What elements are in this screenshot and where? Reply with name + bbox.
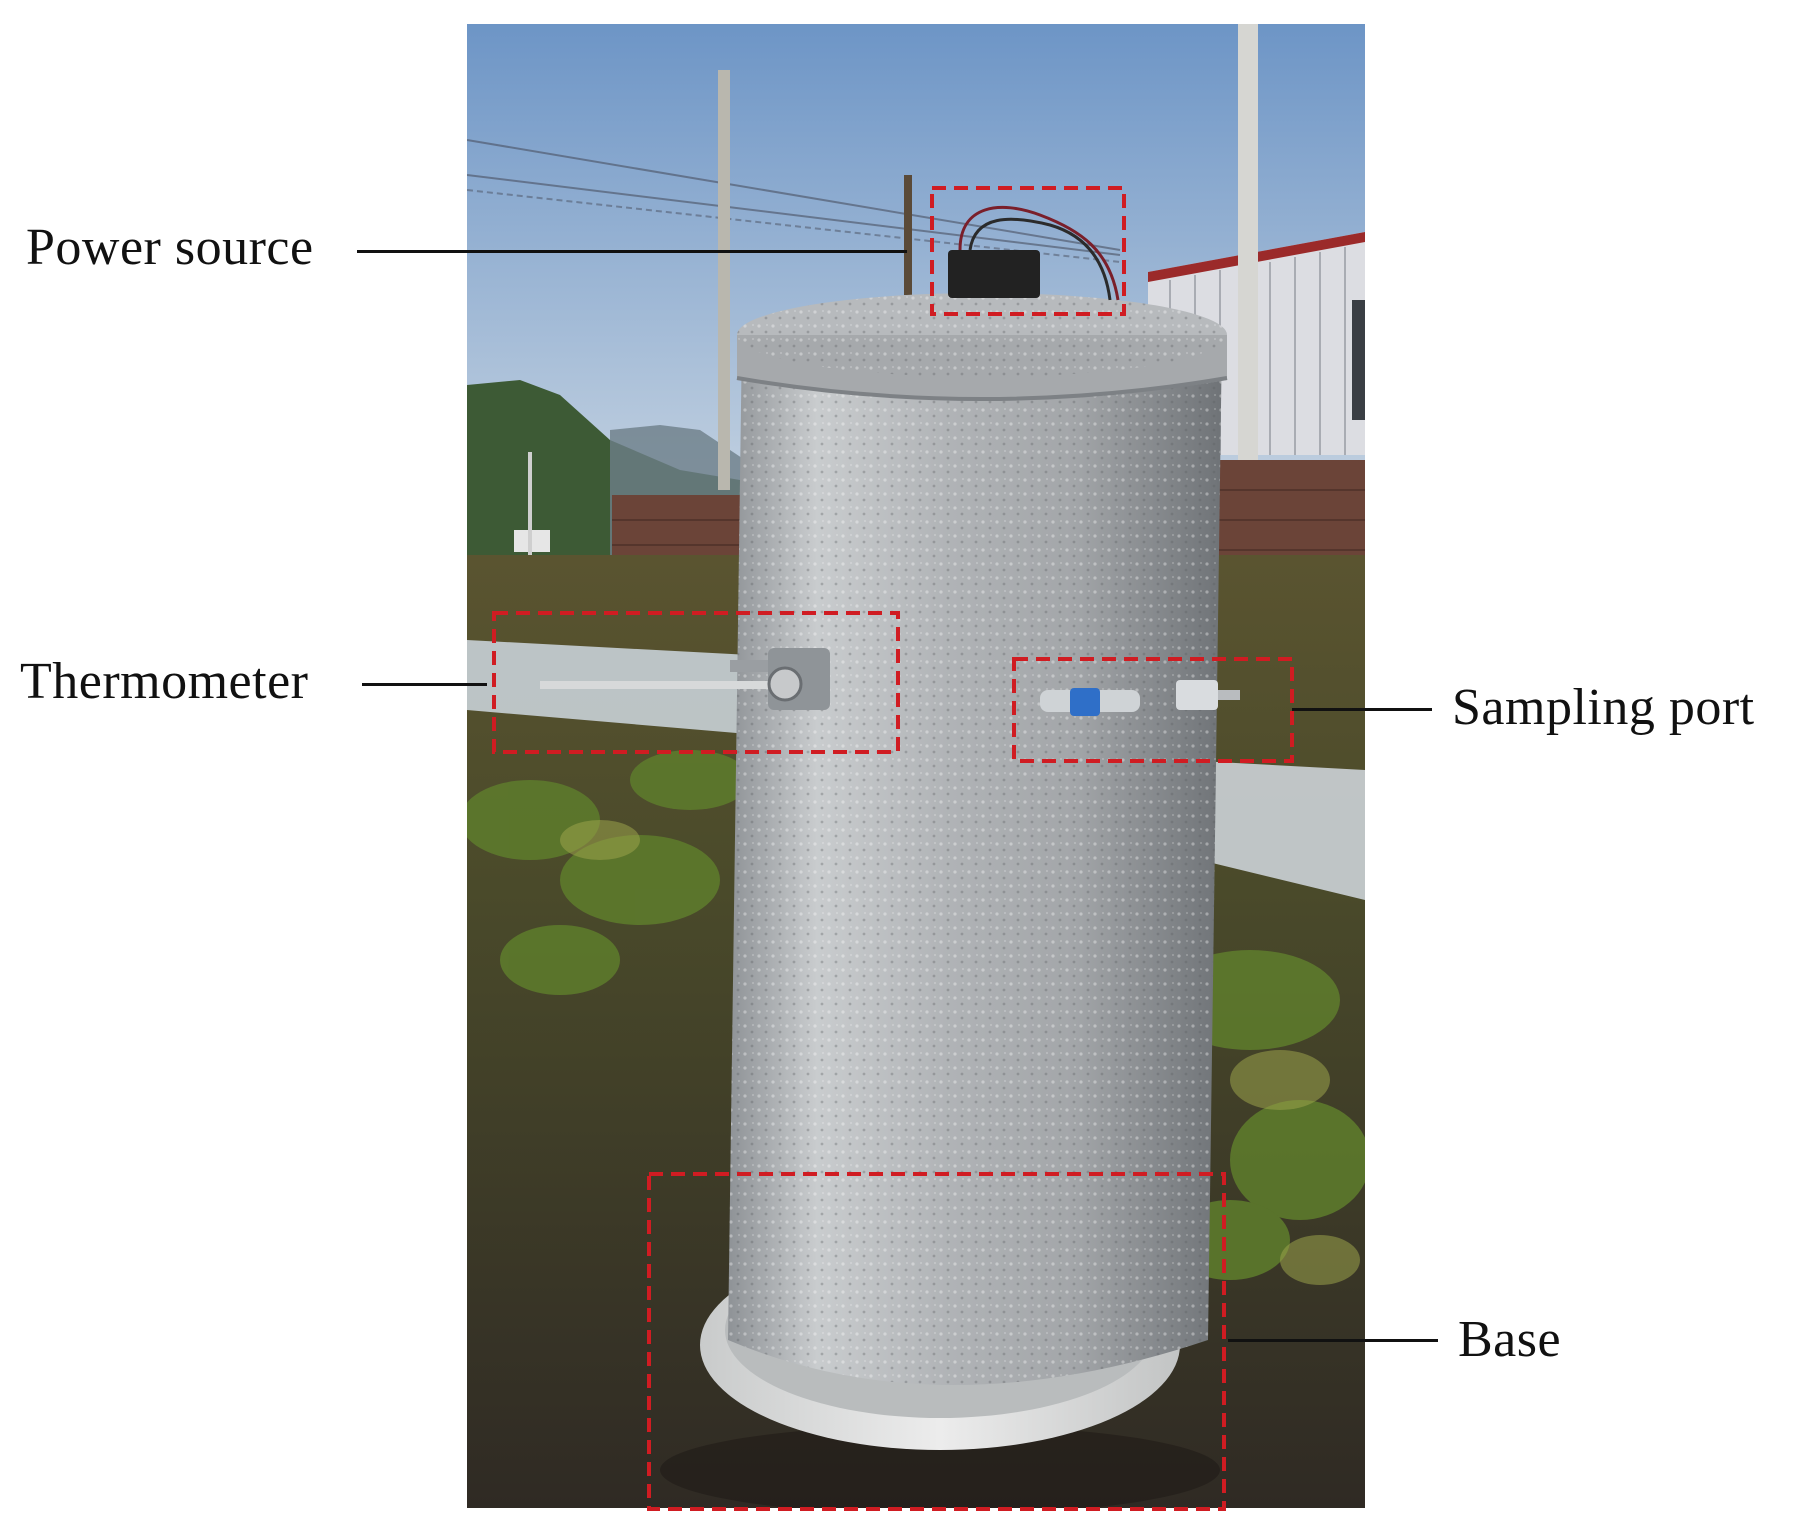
thermometer-label: Thermometer	[20, 653, 309, 710]
sampling-port-leader	[1292, 708, 1432, 711]
field-photo	[467, 24, 1365, 1508]
thermometer-leader	[362, 683, 487, 686]
base-label: Base	[1458, 1311, 1562, 1368]
sampling-port-box	[1012, 657, 1294, 763]
power-source-leader	[357, 250, 907, 253]
base-leader	[1228, 1339, 1438, 1342]
base-box	[647, 1172, 1226, 1511]
power-source-label: Power source	[26, 219, 314, 276]
sampling-port-label: Sampling port	[1452, 679, 1755, 736]
power-source-box	[930, 186, 1126, 316]
thermometer-box	[492, 611, 900, 754]
